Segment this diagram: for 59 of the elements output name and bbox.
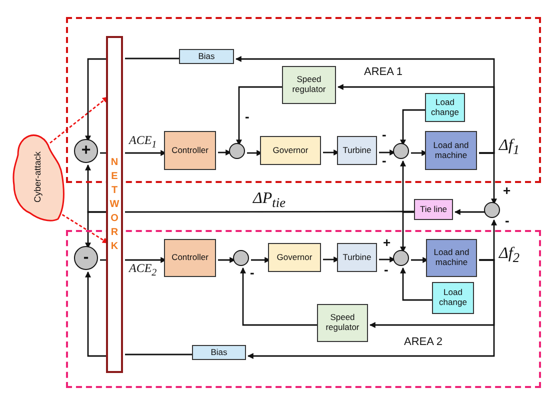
arrow <box>479 152 497 205</box>
arrow <box>454 209 486 215</box>
summing-junction <box>229 143 245 159</box>
process-block: Controller <box>164 131 216 170</box>
area-label: AREA 2 <box>404 336 443 348</box>
connector-line <box>125 58 181 60</box>
process-block: Bias <box>192 345 246 360</box>
process-block: Load change <box>432 282 474 314</box>
arrow <box>236 86 284 146</box>
summing-junction <box>233 250 249 266</box>
process-block: Tie line <box>414 199 453 220</box>
process-block: Turbine <box>337 243 377 272</box>
arrow <box>85 58 108 142</box>
arrow <box>218 150 232 156</box>
process-block: Governor <box>260 136 321 165</box>
arrow <box>400 211 416 253</box>
process-block: Speed regulator <box>282 66 336 104</box>
process-block: Governor <box>268 243 321 272</box>
process-block: Load and machine <box>425 131 477 170</box>
arrow <box>400 267 434 301</box>
arrow <box>400 109 427 146</box>
network-bar: NETWORK <box>106 36 123 373</box>
sign-label: - <box>245 110 250 123</box>
arrow <box>379 150 396 156</box>
sign-label: - <box>384 263 388 276</box>
arrow <box>379 256 396 262</box>
process-block: Speed regulator <box>317 304 368 342</box>
summing-junction <box>484 202 500 218</box>
arrow <box>85 211 108 249</box>
process-block: Bias <box>179 49 234 64</box>
arrow <box>337 84 495 154</box>
sign-label: - <box>505 214 510 227</box>
arrow <box>85 271 108 357</box>
signal-label: Δf$_{1}$ <box>499 138 520 157</box>
arrow <box>50 96 108 144</box>
summing-junction: - <box>74 246 98 270</box>
sign-label: + <box>383 236 391 249</box>
signal-label: Δf$_{2}$ <box>499 246 520 265</box>
arrow <box>240 267 319 326</box>
area-label: AREA 1 <box>364 66 403 78</box>
signal-label: ΔP$_{tie}$ <box>253 191 286 210</box>
process-block: Load change <box>425 93 465 122</box>
arrow <box>247 259 495 359</box>
sign-label: - <box>250 266 254 279</box>
edge-label: ACE$_{2}$ <box>128 262 158 278</box>
process-block: Load and machine <box>426 239 477 277</box>
arrow <box>218 257 236 263</box>
connector-line <box>125 210 416 213</box>
sign-label: - <box>382 128 386 141</box>
summing-junction: + <box>74 139 98 163</box>
process-block: Turbine <box>337 136 377 165</box>
connector-line <box>125 354 194 356</box>
summing-junction <box>393 143 409 159</box>
sign-label: - <box>382 154 386 167</box>
edge-label: ACE$_{1}$ <box>128 134 158 150</box>
process-block: Controller <box>164 239 216 277</box>
sign-label: + <box>503 184 511 197</box>
node-label: Cyber-attack <box>32 150 44 205</box>
summing-junction <box>393 250 409 266</box>
